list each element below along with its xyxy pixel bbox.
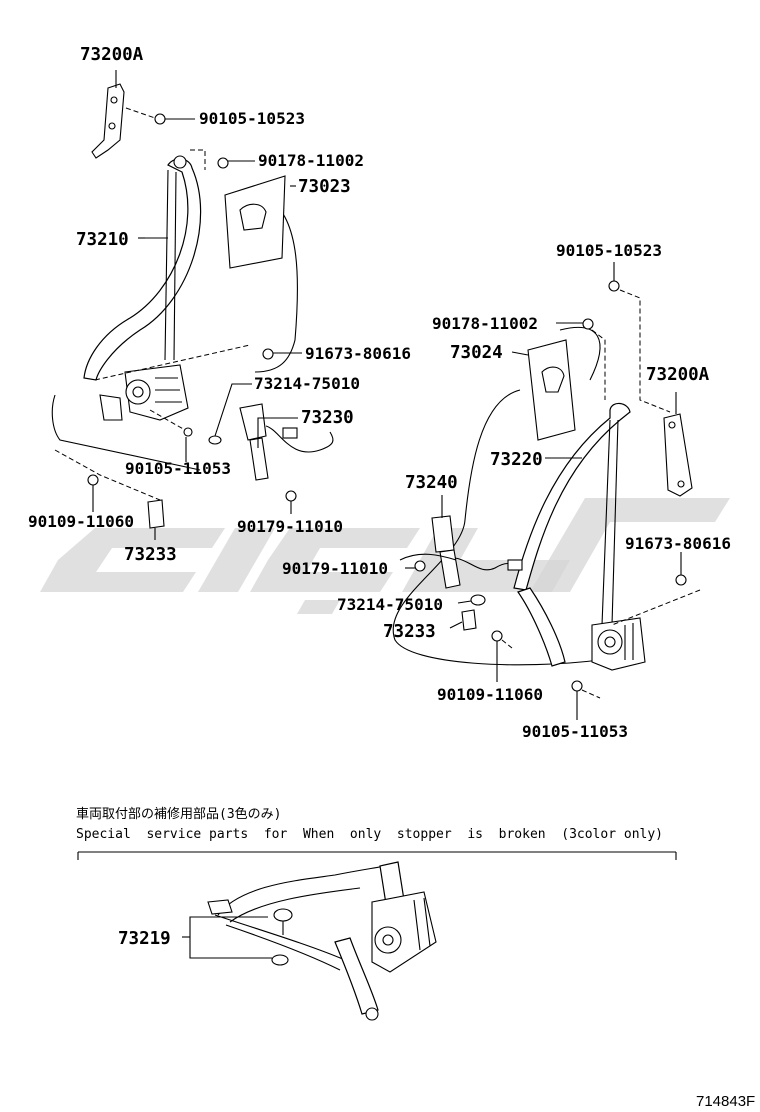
label-73023: 73023 <box>298 177 351 197</box>
label-73214-75010-left: 73214-75010 <box>254 374 360 393</box>
label-73219: 73219 <box>118 929 171 949</box>
bolt-90105-10523-top <box>125 107 195 125</box>
belt-assembly-73220 <box>513 402 631 667</box>
label-90109-11060-right: 90109-11060 <box>437 685 543 704</box>
bolt-91673-80616-right <box>611 552 701 626</box>
label-90105-11053-right: 90105-11053 <box>522 722 628 741</box>
seat-outline-right <box>392 326 601 666</box>
label-90105-10523-right: 90105-10523 <box>556 241 662 260</box>
label-90105-10523-top: 90105-10523 <box>199 109 305 128</box>
bolt-91673-80616-left <box>94 344 302 381</box>
stopper-detail-drawing <box>182 861 437 1021</box>
washer-73214-75010-left <box>208 383 252 445</box>
label-90178-11002-left: 90178-11002 <box>258 151 364 170</box>
label-73233-right: 73233 <box>383 622 436 642</box>
bolt-90109-11060-left <box>54 449 161 510</box>
washer-73214-75010-right <box>457 594 486 606</box>
label-91673-80616-left: 91673-80616 <box>305 344 411 363</box>
label-73024: 73024 <box>450 343 503 363</box>
label-73214-75010-right: 73214-75010 <box>337 595 443 614</box>
label-90105-11053-left: 90105-11053 <box>125 459 231 478</box>
buckle-73230 <box>239 403 334 481</box>
nut-90178-11002-right <box>556 318 606 400</box>
cover-73233-left <box>147 499 165 540</box>
label-73230: 73230 <box>301 408 354 428</box>
label-73210: 73210 <box>76 230 129 250</box>
bolt-90109-11060-right <box>491 630 513 682</box>
nut-90178-11002-left <box>190 149 255 170</box>
label-73233-left: 73233 <box>124 545 177 565</box>
note-english: Special service parts for When only stop… <box>76 827 663 842</box>
retractor-right <box>591 617 646 671</box>
leader-lines <box>92 237 187 512</box>
cover-73233-right <box>449 609 477 631</box>
label-73200a-right: 73200A <box>646 365 710 385</box>
cover-73023 <box>224 175 296 269</box>
anchor-bracket-right <box>663 392 693 497</box>
buckle-73240 <box>431 495 523 589</box>
special-parts-note <box>77 851 677 860</box>
bolt-90105-10523-right <box>608 262 671 413</box>
label-90179-11010-left: 90179-11010 <box>237 517 343 536</box>
part-labels: 73200A 90105-10523 90178-11002 73023 732… <box>28 45 731 949</box>
bolt-90105-11053-right <box>571 680 601 720</box>
label-90109-11060-left: 90109-11060 <box>28 512 134 531</box>
label-73240: 73240 <box>405 473 458 493</box>
label-73200a-top: 73200A <box>80 45 144 65</box>
cover-73024 <box>511 339 576 441</box>
seat-outline-left <box>51 199 299 471</box>
label-90178-11002-right: 90178-11002 <box>432 314 538 333</box>
figure-number: 714843F <box>696 1093 755 1110</box>
anchor-bracket-left <box>91 70 125 159</box>
label-91673-80616-right: 91673-80616 <box>625 534 731 553</box>
note-japanese: 車両取付部の補修用部品(3色のみ) <box>76 806 281 822</box>
belt-assembly-73210 <box>83 155 202 381</box>
retractor-left <box>99 364 189 421</box>
label-73220: 73220 <box>490 450 543 470</box>
nut-90179-11010-left <box>285 490 297 514</box>
label-90179-11010-right: 90179-11010 <box>282 559 388 578</box>
nut-90179-11010-right <box>399 553 457 572</box>
bolt-90105-11053-left <box>149 409 193 460</box>
